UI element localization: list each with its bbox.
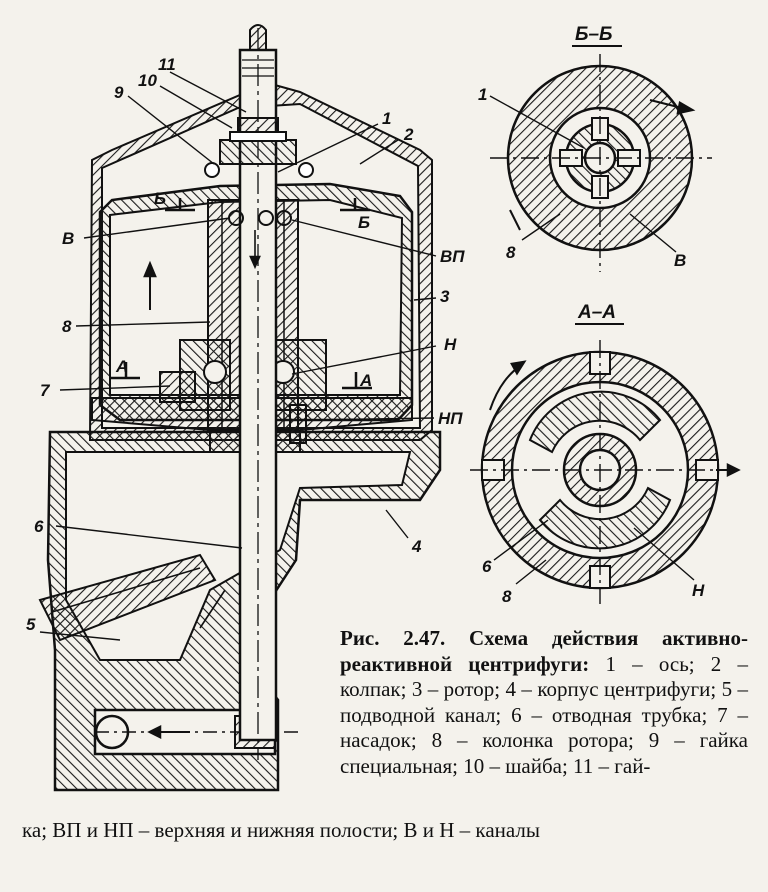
leader-1	[277, 123, 379, 173]
section-aa-label-6: 6	[482, 557, 492, 576]
section-bb-label-1: 1	[478, 85, 487, 104]
leader-8	[75, 321, 211, 327]
section-bb-label-8: 8	[506, 243, 516, 262]
section-bb-title: Б–Б	[575, 24, 612, 45]
label-11: 11	[158, 55, 176, 74]
caption-head: Рис. 2.47. Схема действия активно-реакти…	[340, 626, 748, 676]
leader-3	[413, 297, 437, 301]
main-view-labels: 11 10 9 1 2 Б Б В ВП 3 8 Н А А 7 НП 6 4 …	[26, 55, 465, 634]
caption-body: 1 – ось; 2 – колпак; 3 – ротор; 4 – корп…	[340, 651, 748, 778]
label-4: 4	[411, 537, 422, 556]
washer	[229, 131, 287, 142]
main-section-view	[38, 24, 442, 792]
label-8: 8	[62, 317, 72, 336]
label-A-left: А	[115, 357, 128, 376]
label-3: 3	[440, 287, 450, 306]
label-B-left: Б	[154, 189, 166, 208]
label-N: Н	[444, 335, 457, 354]
label-10: 10	[138, 71, 157, 90]
label-B-right: Б	[358, 213, 370, 232]
leader-11	[169, 71, 247, 113]
leader-VP	[291, 219, 437, 257]
label-VP: ВП	[440, 247, 465, 266]
section-aa: А–А 6 8 Н	[470, 302, 741, 606]
leader-7	[59, 385, 171, 391]
leader-V	[83, 217, 231, 239]
leader-NP	[299, 417, 435, 421]
leader-6	[55, 525, 243, 549]
label-A-right: А	[359, 371, 372, 390]
section-bb-label-V: В	[674, 251, 686, 270]
label-5: 5	[26, 615, 36, 634]
leader-4	[385, 509, 409, 539]
label-7: 7	[40, 381, 51, 400]
label-2: 2	[403, 125, 414, 144]
label-9: 9	[114, 83, 124, 102]
section-aa-label-8: 8	[502, 587, 512, 606]
label-NP: НП	[438, 409, 463, 428]
leader-9	[127, 95, 215, 165]
label-1: 1	[382, 109, 391, 128]
leader-2	[359, 139, 399, 165]
axle-tip	[249, 24, 267, 51]
label-6: 6	[34, 517, 44, 536]
leader-10	[159, 85, 233, 129]
leader-N	[291, 345, 437, 375]
leader-5	[39, 631, 121, 641]
section-bb: Б–Б 1 8 В	[478, 24, 712, 272]
figure-caption: Рис. 2.47. Схема действия активно-реакти…	[340, 626, 748, 779]
section-aa-title: А–А	[577, 302, 616, 323]
label-V: В	[62, 229, 74, 248]
special-nut	[219, 139, 297, 165]
nut	[237, 117, 279, 133]
section-aa-label-N: Н	[692, 581, 705, 600]
caption-tail: ка; ВП и НП – верхняя и нижняя полости; …	[22, 818, 540, 842]
